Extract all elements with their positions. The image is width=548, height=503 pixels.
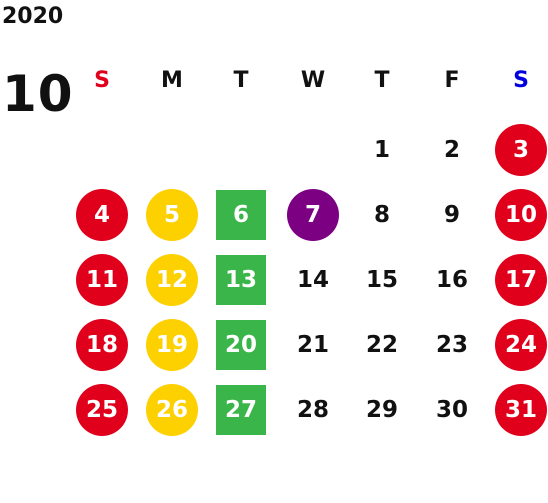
day-16: 16 bbox=[435, 267, 468, 293]
day-11: 11 bbox=[76, 254, 128, 306]
day-15: 15 bbox=[365, 267, 398, 293]
day-23: 23 bbox=[435, 332, 468, 358]
day-5: 5 bbox=[146, 189, 198, 241]
day-14: 14 bbox=[296, 267, 329, 293]
month-number: 10 bbox=[2, 65, 74, 123]
day-7: 7 bbox=[287, 189, 339, 241]
day-21: 21 bbox=[296, 332, 329, 358]
day-26: 26 bbox=[146, 384, 198, 436]
day-12: 12 bbox=[146, 254, 198, 306]
day-10: 10 bbox=[495, 189, 547, 241]
day-20: 20 bbox=[216, 320, 266, 370]
weekday-header-sun: S bbox=[94, 68, 110, 93]
weekday-header-wed: W bbox=[300, 68, 326, 93]
weekday-header-tue: T bbox=[233, 68, 249, 93]
day-22: 22 bbox=[365, 332, 398, 358]
day-9: 9 bbox=[443, 202, 460, 228]
day-3: 3 bbox=[495, 124, 547, 176]
day-8: 8 bbox=[373, 202, 390, 228]
day-30: 30 bbox=[435, 397, 468, 423]
day-28: 28 bbox=[296, 397, 329, 423]
day-2: 2 bbox=[443, 137, 460, 163]
weekday-header-fri: F bbox=[444, 68, 460, 93]
day-31: 31 bbox=[495, 384, 547, 436]
day-6: 6 bbox=[216, 190, 266, 240]
weekday-header-mon: M bbox=[161, 68, 183, 93]
day-17: 17 bbox=[495, 254, 547, 306]
year-label: 2020 bbox=[2, 4, 64, 29]
day-4: 4 bbox=[76, 189, 128, 241]
day-24: 24 bbox=[495, 319, 547, 371]
day-19: 19 bbox=[146, 319, 198, 371]
day-29: 29 bbox=[365, 397, 398, 423]
day-18: 18 bbox=[76, 319, 128, 371]
day-1: 1 bbox=[373, 137, 390, 163]
day-27: 27 bbox=[216, 385, 266, 435]
weekday-header-thu: T bbox=[374, 68, 390, 93]
weekday-header-sat: S bbox=[513, 68, 529, 93]
day-25: 25 bbox=[76, 384, 128, 436]
day-13: 13 bbox=[216, 255, 266, 305]
